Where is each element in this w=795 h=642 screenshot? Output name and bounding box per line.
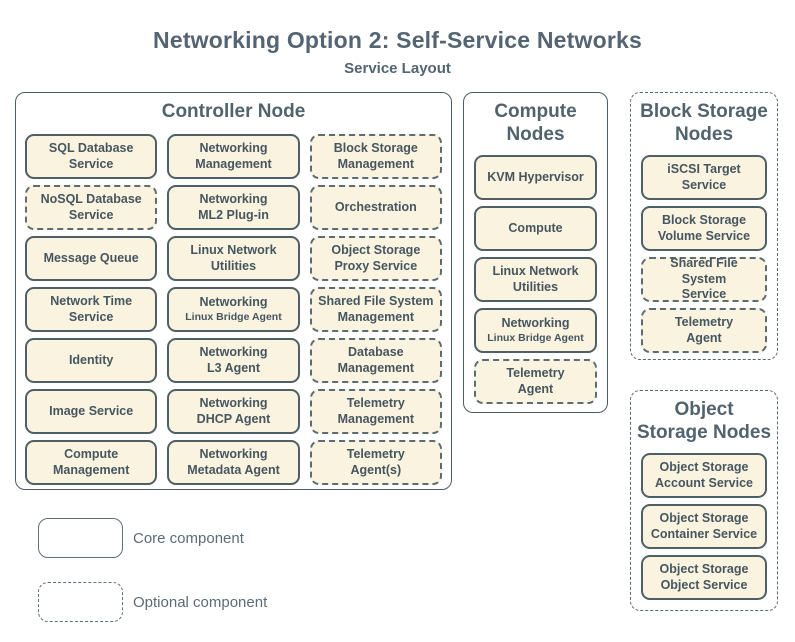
legend-core-swatch [38,518,123,558]
service-image-service: Image Service [25,389,158,434]
service-kvm-hypervisor: KVM Hypervisor [474,155,597,200]
controller-node-panel: Controller Node SQL Database Service Net… [15,92,452,490]
object-storage-service-stack: Object Storage Account Service Object St… [641,453,767,600]
service-label: Message Queue [43,250,139,265]
service-label: Block Storage Management [333,140,418,171]
service-linux-network-utilities: Linux Network Utilities [167,236,300,281]
block-storage-service-stack: iSCSI Target Service Block Storage Volum… [641,155,767,353]
service-label: Telemetry Agent [506,365,565,396]
service-object-storage-proxy: Object Storage Proxy Service [309,236,442,281]
service-label: Object Storage Object Service [659,561,749,592]
service-label: Linux Network Utilities [190,242,277,273]
service-compute: Compute [474,206,597,251]
service-telemetry-agent: Telemetry Agent [474,359,597,404]
service-label: Linux Network Utilities [492,263,579,294]
service-orchestration: Orchestration [309,185,442,230]
service-label: Networking L3 Agent [199,344,268,375]
service-label: Network Time Service [50,293,133,324]
service-networking-metadata-agent: Networking Metadata Agent [167,440,300,485]
service-compute-management: Compute Management [25,440,158,485]
service-telemetry-agents: Telemetry Agent(s) [309,440,442,485]
compute-nodes-panel: Compute Nodes KVM Hypervisor Compute Lin… [463,92,608,413]
service-label: Compute [508,220,563,235]
service-telemetry-agent: Telemetry Agent [641,308,767,353]
service-networking-management: Networking Management [167,134,300,179]
service-label: Networking [501,316,570,331]
service-object-storage-account: Object Storage Account Service [641,453,767,498]
service-label: Object Storage Container Service [650,510,758,541]
service-label: KVM Hypervisor [487,169,584,184]
service-shared-file-system: Shared File System Service [641,256,767,302]
service-block-storage-volume: Block Storage Volume Service [641,206,767,251]
service-telemetry-management: Telemetry Management [309,389,442,434]
service-label: NoSQL Database Service [40,191,142,222]
service-label: Networking [199,295,268,310]
controller-node-title: Controller Node [161,101,306,122]
service-block-storage-management: Block Storage Management [309,134,442,179]
legend-core-label: Core component [133,530,244,547]
service-label: Telemetry Agent(s) [346,446,405,477]
service-label: Telemetry Agent [674,314,734,345]
service-networking-l3-agent: Networking L3 Agent [167,338,300,383]
object-storage-nodes-panel: Object Storage Nodes Object Storage Acco… [630,390,778,611]
legend-optional-label: Optional component [133,594,268,611]
service-label: Compute Management [52,446,130,477]
service-message-queue: Message Queue [25,236,158,281]
service-label: Networking Management [195,140,272,171]
controller-service-grid: SQL Database Service Networking Manageme… [25,134,442,485]
service-object-storage-object: Object Storage Object Service [641,555,767,600]
service-label: iSCSI Target Service [667,161,741,192]
service-identity: Identity [25,338,158,383]
compute-nodes-title: Compute Nodes [494,101,577,145]
service-network-time: Network Time Service [25,287,158,332]
service-label: Image Service [49,403,134,418]
page-title: Networking Option 2: Self-Service Networ… [153,27,642,53]
service-label: Identity [68,352,114,367]
object-storage-nodes-title: Object Storage Nodes [636,399,772,443]
service-label: Networking ML2 Plug-in [198,191,269,222]
service-label: Networking DHCP Agent [196,395,271,426]
service-shared-file-system-management: Shared File System Management [309,287,442,332]
service-label: Database Management [337,344,415,375]
service-iscsi-target: iSCSI Target Service [641,155,767,200]
service-label: Object Storage Proxy Service [331,242,421,273]
service-networking-dhcp-agent: Networking DHCP Agent [167,389,300,434]
legend-optional-swatch [38,582,123,622]
service-label: Object Storage Account Service [655,459,753,490]
service-label: SQL Database Service [48,140,134,171]
service-sublabel: Linux Bridge Agent [185,311,282,324]
service-database-management: Database Management [309,338,442,383]
service-sql-database: SQL Database Service [25,134,158,179]
compute-service-stack: KVM Hypervisor Compute Linux Network Uti… [474,155,597,404]
service-label: Networking Metadata Agent [187,446,280,477]
service-linux-network-utilities: Linux Network Utilities [474,257,597,302]
service-networking-ml2-plugin: Networking ML2 Plug-in [167,185,300,230]
service-label: Telemetry Management [337,395,415,426]
service-label: Shared File System Service [670,256,738,302]
service-label: Shared File System Management [318,293,434,324]
block-storage-nodes-panel: Block Storage Nodes iSCSI Target Service… [630,92,778,360]
page-subtitle: Service Layout [344,60,451,77]
service-label: Orchestration [334,199,417,214]
service-object-storage-container: Object Storage Container Service [641,504,767,549]
block-storage-nodes-title: Block Storage Nodes [640,101,768,145]
service-label: Block Storage Volume Service [657,212,751,243]
service-nosql-database: NoSQL Database Service [25,185,158,230]
service-sublabel: Linux Bridge Agent [487,332,584,345]
